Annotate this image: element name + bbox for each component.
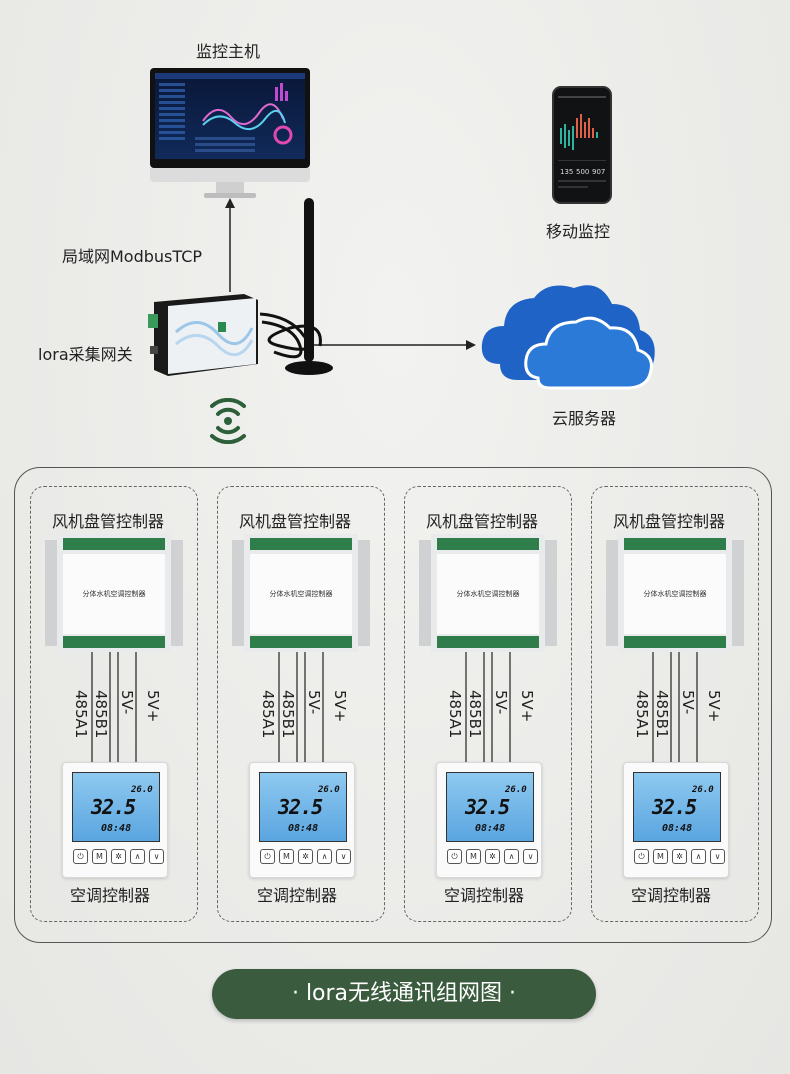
set-temp: 26.0 <box>131 785 153 795</box>
wire-label-5v-minus: 5V- <box>492 690 510 715</box>
monitor-host <box>150 68 310 200</box>
lora-gateway-device <box>148 292 260 378</box>
wires <box>652 652 698 764</box>
phone-stat-2: 500 <box>576 168 589 176</box>
cloud-icon <box>481 285 655 390</box>
mode-button[interactable]: M <box>653 849 668 864</box>
down-icon[interactable]: ∨ <box>710 849 725 864</box>
wire-label-485b1: 485B1 <box>466 690 484 739</box>
room-temp: 32.5 <box>465 795 510 819</box>
power-icon[interactable]: ⏻ <box>260 849 275 864</box>
wire-label-5v-minus: 5V- <box>118 690 136 715</box>
wires <box>278 652 324 764</box>
thermostat-label: 空调控制器 <box>444 886 525 905</box>
fan-coil-group <box>14 467 772 943</box>
set-temp: 26.0 <box>692 785 714 795</box>
wire-label-485a1: 485A1 <box>72 690 90 739</box>
wire-label-485a1: 485A1 <box>633 690 651 739</box>
down-icon[interactable]: ∨ <box>336 849 351 864</box>
fan-icon[interactable]: ✲ <box>485 849 500 864</box>
wire-label-485b1: 485B1 <box>92 690 110 739</box>
power-icon[interactable]: ⏻ <box>73 849 88 864</box>
unit-dashed-frame <box>404 486 572 922</box>
wire-label-5v-plus: 5V+ <box>331 690 349 723</box>
controller-box: 分体水机空调控制器 <box>606 534 744 652</box>
wires <box>465 652 511 764</box>
mode-button[interactable]: M <box>92 849 107 864</box>
wireless-signal-icon <box>210 398 246 444</box>
wires <box>91 652 137 764</box>
controller-label: 风机盘管控制器 <box>613 512 726 531</box>
controller-label: 风机盘管控制器 <box>426 512 539 531</box>
unit-dashed-frame <box>591 486 759 922</box>
dashboard-screen <box>155 73 305 159</box>
wire-label-485a1: 485A1 <box>259 690 277 739</box>
connection-lines <box>225 198 476 350</box>
thermostat-label: 空调控制器 <box>70 886 151 905</box>
phone-stat-3: 907 <box>592 168 605 176</box>
up-icon[interactable]: ∧ <box>317 849 332 864</box>
controller-box: 分体水机空调控制器 <box>45 534 183 652</box>
thermostat-label: 空调控制器 <box>257 886 338 905</box>
gateway-label: lora采集网关 <box>38 345 133 364</box>
mode-button[interactable]: M <box>279 849 294 864</box>
wire-label-5v-plus: 5V+ <box>144 690 162 723</box>
room-temp: 32.5 <box>278 795 323 819</box>
host-label: 监控主机 <box>196 42 261 61</box>
clock: 08:48 <box>662 823 693 834</box>
mobile-label: 移动监控 <box>546 222 611 241</box>
down-icon[interactable]: ∨ <box>149 849 164 864</box>
antenna <box>260 198 333 375</box>
fan-icon[interactable]: ✲ <box>672 849 687 864</box>
mode-button[interactable]: M <box>466 849 481 864</box>
up-icon[interactable]: ∧ <box>130 849 145 864</box>
wire-label-485b1: 485B1 <box>279 690 297 739</box>
set-temp: 26.0 <box>505 785 527 795</box>
controller-box: 分体水机空调控制器 <box>232 534 370 652</box>
controller-label: 风机盘管控制器 <box>239 512 352 531</box>
set-temp: 26.0 <box>318 785 340 795</box>
phone-stat-1: 135 <box>560 168 573 176</box>
clock: 08:48 <box>288 823 319 834</box>
controller-box-text: 分体水机空调控制器 <box>457 589 520 598</box>
room-temp: 32.5 <box>652 795 697 819</box>
wire-label-5v-plus: 5V+ <box>705 690 723 723</box>
power-icon[interactable]: ⏻ <box>634 849 649 864</box>
controller-box-text: 分体水机空调控制器 <box>270 589 333 598</box>
down-icon[interactable]: ∨ <box>523 849 538 864</box>
fan-icon[interactable]: ✲ <box>111 849 126 864</box>
controller-box-text: 分体水机空调控制器 <box>83 589 146 598</box>
up-icon[interactable]: ∧ <box>691 849 706 864</box>
controller-label: 风机盘管控制器 <box>52 512 165 531</box>
room-temp: 32.5 <box>91 795 136 819</box>
mobile-phone: 135 500 907 <box>552 86 612 204</box>
thermostat-label: 空调控制器 <box>631 886 712 905</box>
clock: 08:48 <box>475 823 506 834</box>
controller-box-text: 分体水机空调控制器 <box>644 589 707 598</box>
fan-icon[interactable]: ✲ <box>298 849 313 864</box>
wire-label-5v-minus: 5V- <box>679 690 697 715</box>
cloud-label: 云服务器 <box>552 409 617 428</box>
wire-label-485b1: 485B1 <box>653 690 671 739</box>
wire-label-5v-minus: 5V- <box>305 690 323 715</box>
wire-label-485a1: 485A1 <box>446 690 464 739</box>
wire-label-5v-plus: 5V+ <box>518 690 536 723</box>
unit-dashed-frame <box>217 486 385 922</box>
power-icon[interactable]: ⏻ <box>447 849 462 864</box>
unit-dashed-frame <box>30 486 198 922</box>
clock: 08:48 <box>101 823 132 834</box>
footer-title: · lora无线通讯组网图 · <box>212 969 596 1019</box>
up-icon[interactable]: ∧ <box>504 849 519 864</box>
lan-label: 局域网ModbusTCP <box>62 247 203 266</box>
controller-box: 分体水机空调控制器 <box>419 534 557 652</box>
